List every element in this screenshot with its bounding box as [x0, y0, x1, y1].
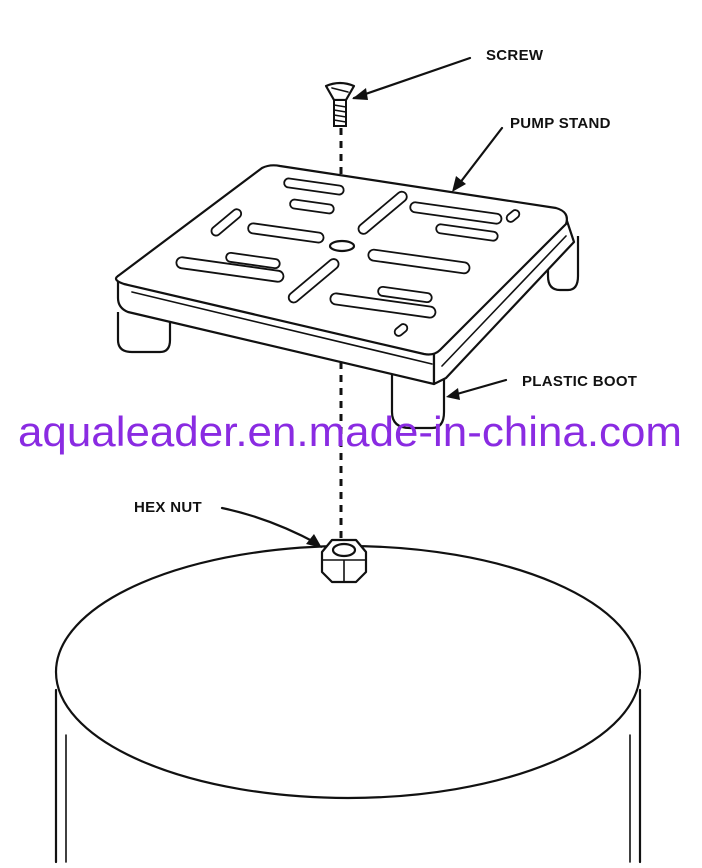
label-hex-nut: HEX NUT: [134, 499, 202, 516]
screw-head: [324, 81, 356, 102]
hex-nut-edge: [321, 559, 367, 583]
pump-stand-slots: [175, 177, 521, 337]
slot: [505, 209, 521, 223]
plastic-boot-right: [390, 372, 446, 430]
plastic-boot-arrowhead: [446, 388, 460, 400]
slot: [287, 258, 340, 304]
tank: [54, 544, 642, 864]
slot: [175, 256, 285, 283]
label-pump-stand: PUMP STAND: [510, 115, 611, 132]
slot: [409, 201, 503, 225]
hex-nut: [320, 538, 368, 584]
screw-leader: [352, 56, 472, 100]
screw-slot: [331, 87, 349, 93]
slot: [329, 292, 437, 319]
pump-stand-center-hole: [328, 239, 356, 253]
pump-stand-arrowhead: [452, 176, 466, 192]
watermark-text: aqualeader.en.made-in-china.com: [18, 408, 682, 455]
pump-stand-fold-left: [131, 291, 433, 365]
slot: [289, 198, 335, 215]
label-plastic-boot: PLASTIC BOOT: [522, 373, 637, 390]
screw-threads: [333, 104, 347, 123]
slot: [283, 177, 345, 196]
hex-nut-hole: [331, 542, 357, 558]
slot: [357, 190, 408, 235]
pump-stand-side-left: [116, 274, 436, 386]
slot: [377, 285, 433, 304]
pump-stand-fold-right: [441, 235, 567, 367]
slot: [393, 323, 409, 337]
label-screw: SCREW: [486, 47, 544, 64]
slot: [225, 251, 281, 270]
slot: [210, 208, 243, 237]
pump-stand: [114, 164, 576, 386]
tank-top-ellipse: [54, 544, 642, 800]
hex-nut-leader: [220, 506, 320, 546]
hex-nut-arrowhead: [306, 534, 322, 548]
slot: [435, 223, 499, 242]
pump-stand-leader: [454, 126, 504, 190]
slot: [367, 248, 471, 275]
plastic-boot-leader: [448, 378, 508, 398]
screw: [324, 81, 356, 127]
leader-arrows: [220, 56, 508, 548]
screw-arrowhead: [352, 88, 368, 100]
slot: [247, 222, 325, 244]
